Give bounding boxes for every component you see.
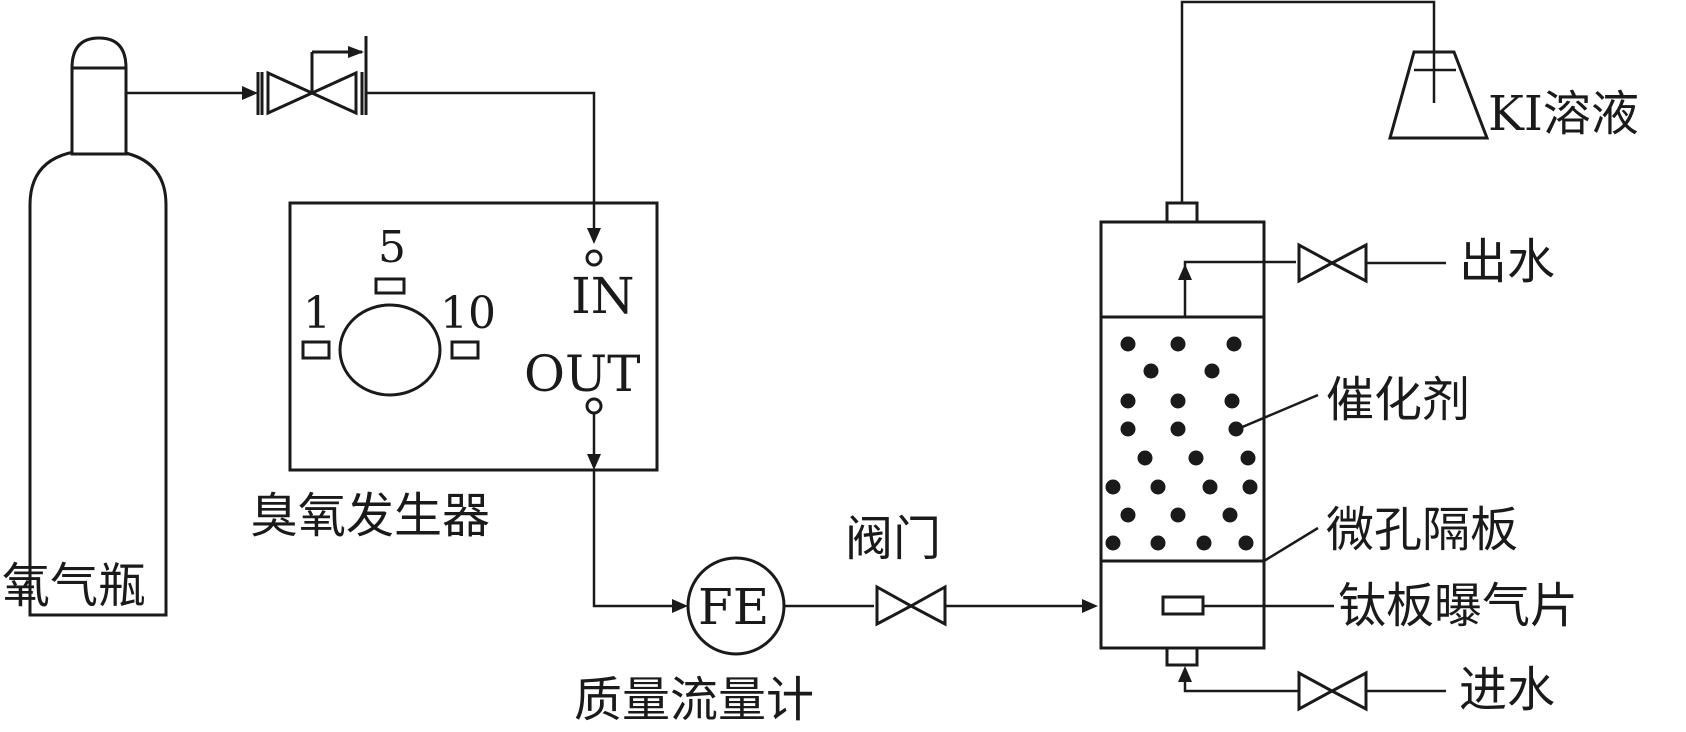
ki-solution-label: KI溶液 [1488, 86, 1639, 142]
dial-mark-1: 1 [303, 288, 331, 339]
pipe-generator-to-flowmeter [587, 413, 688, 613]
titanium-aerator-plate [1161, 595, 1205, 616]
pipe-regulator-to-generator [366, 91, 601, 244]
catalyst-label: 催化剂 [1326, 372, 1470, 428]
water-outlet [1297, 242, 1446, 284]
catalyst-leader [1239, 393, 1319, 430]
pipe-valve-to-reactor [945, 599, 1098, 613]
water-inlet [1178, 666, 1446, 712]
generator-dial[interactable] [338, 303, 442, 397]
offgas-pipe [1180, 0, 1456, 203]
reactor-top-outlet [1165, 201, 1199, 224]
regulating-valve-icon [256, 36, 368, 116]
reactor-column [1099, 201, 1266, 667]
generator-out-label: OUT [524, 345, 640, 403]
water-in-label: 进水 [1459, 662, 1555, 718]
internal-flow-arrow [1178, 260, 1296, 317]
gate-valve-icon[interactable] [875, 584, 947, 627]
reactor-bottom-inlet [1165, 646, 1199, 667]
catalyst-particles [1105, 336, 1258, 551]
valve-label: 阀门 [845, 511, 941, 567]
oxygen-cylinder-label: 氧气瓶 [2, 558, 146, 614]
micro-partition-leader [1263, 526, 1319, 563]
titanium-aerator-label: 钛板曝气片 [1338, 578, 1578, 634]
generator-in-label: IN [571, 267, 635, 325]
mass-flow-meter-label: 质量流量计 [574, 672, 814, 728]
micro-partition-label: 微孔隔板 [1326, 502, 1518, 558]
oxygen-cylinder [28, 36, 168, 617]
flow-meter-symbol: FE [698, 578, 769, 636]
ozone-generator-label: 臭氧发生器 [250, 488, 490, 544]
ki-solution-flask-icon [1388, 50, 1490, 140]
dial-mark-5: 5 [378, 222, 406, 273]
water-out-label: 出水 [1459, 234, 1555, 290]
dial-mark-10: 10 [440, 288, 496, 339]
pipe-cylinder-to-regulator [126, 86, 258, 100]
